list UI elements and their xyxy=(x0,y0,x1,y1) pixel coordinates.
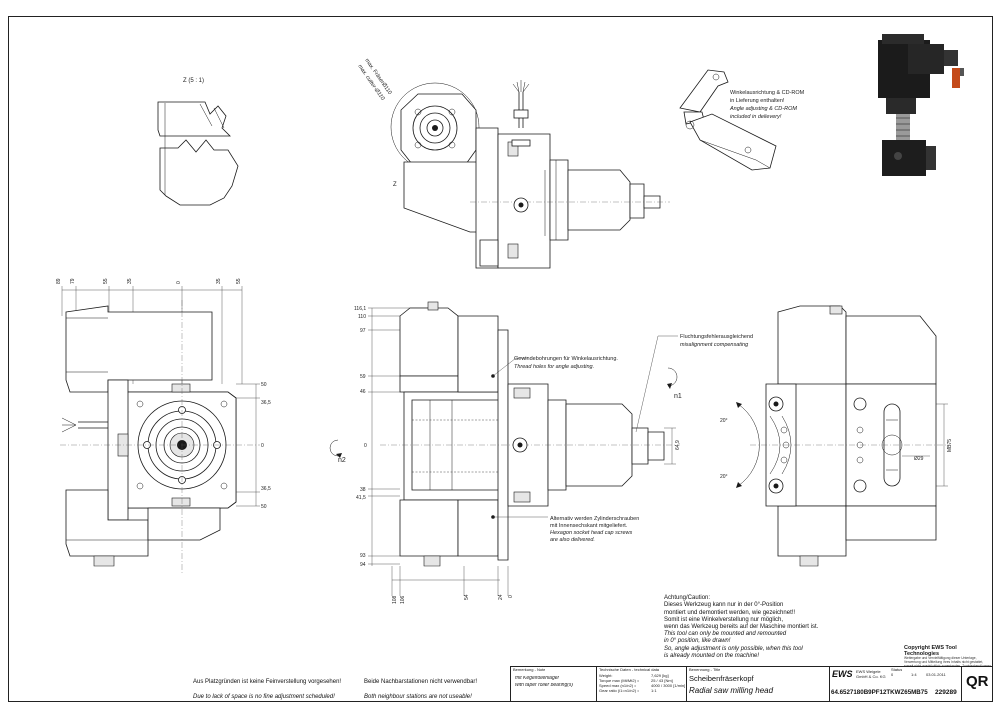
winkel-note-de-1: Winkelausrichtung & CD-ROM xyxy=(730,90,805,96)
front-dim-bottom-3: 54 xyxy=(464,594,470,600)
company-text: EWS Weigele GmbH & Co. KG xyxy=(856,670,886,679)
title-en: Radial saw milling head xyxy=(689,686,774,695)
gewinde-note-de: Gewindebohrungen für Winkelausrichtung. xyxy=(514,356,618,362)
weight-value: 7,629 [kg] xyxy=(651,674,669,678)
detail-z-view: Z (5 : 1) xyxy=(157,78,239,206)
gear-label: Gear ratio (i1=n1/n2) = xyxy=(599,689,640,693)
left-dim-top-6: 35 xyxy=(216,278,222,284)
top-view: max. FräserØ110 max. cutter-Ø110 Z xyxy=(356,58,670,269)
angle-bracket: Winkelausrichtung & CD-ROM in Lieferung … xyxy=(679,69,805,171)
front-dim-bottom-2: 106 xyxy=(400,595,406,604)
left-dim-right-5: 50 xyxy=(261,504,267,510)
caution-text-de: Achtung/Caution: Dieses Werkzeug kann nu… xyxy=(664,595,819,631)
front-dim-left-9: 93 xyxy=(360,553,366,559)
part-number: 64.6527180B9PF12TKWZ65MB75 xyxy=(831,689,928,696)
left-dim-right-1: 50 xyxy=(261,382,267,388)
date-label: 03.01.2011 xyxy=(926,673,946,677)
tech-data-label: Technische Daten - technical data xyxy=(599,668,660,672)
left-dim-top-3: 55 xyxy=(103,278,109,284)
copyright-title: Copyright EWS Tool Technologies xyxy=(904,645,957,657)
front-dim-left-7: 38 xyxy=(360,487,366,493)
drawing-number: 229289 xyxy=(935,689,957,696)
winkel-note-en-2: included in delievery! xyxy=(730,114,782,120)
left-dim-top-2: 79 xyxy=(70,278,76,284)
left-dim-top-5: 0 xyxy=(176,281,182,284)
left-dim-top-4: 35 xyxy=(127,278,133,284)
speed-value: 4000 / 3000 [1/min] xyxy=(651,684,686,688)
alt-note-en-2: are also delivered. xyxy=(550,537,595,543)
bemerkung-label: Bemerkung - Note xyxy=(513,668,546,672)
title-de: Scheibenfräserkopf xyxy=(689,674,754,683)
bemerkung-line-2: with taper roller bearing(s) xyxy=(515,683,574,688)
status-label: Status xyxy=(891,668,903,672)
left-dim-right-4: 36,5 xyxy=(261,486,271,492)
front-view: n2 116,1 110 97 59 46 0 38 41,5 93 94 xyxy=(329,301,753,604)
left-view: 89 79 55 35 0 35 55 xyxy=(56,278,271,575)
right-view: 20° 20° MB75 Ø29 xyxy=(720,305,953,567)
front-dim-bottom-5: 0 xyxy=(508,595,514,598)
scale-label: 1:4 xyxy=(911,673,917,677)
alt-note-de-1: Alternativ werden Zylinderschrauben xyxy=(550,516,639,522)
front-dim-left-5: 46 xyxy=(360,389,366,395)
status-value: 0 xyxy=(891,673,894,677)
right-angle-bottom: 20° xyxy=(720,474,728,480)
product-render-image xyxy=(878,34,964,176)
detail-z-label: Z (5 : 1) xyxy=(183,78,204,84)
left-dim-top-7: 55 xyxy=(236,278,242,284)
space-note: Aus Platzgründen ist keine Feinverstellu… xyxy=(193,672,368,708)
winkel-note-de-2: in Lieferung enthalten! xyxy=(730,98,785,104)
gewinde-note-en: Thread holes for angle adjusting. xyxy=(514,364,594,370)
front-dim-left-6: 0 xyxy=(364,443,367,449)
front-dim-left-8: 41,5 xyxy=(356,495,366,501)
space-note-de: Aus Platzgründen ist keine Feinverstellu… xyxy=(193,679,342,686)
torque-label: Torque max (Mt/Mt2) = xyxy=(599,679,640,683)
neighbour-note: Beide Nachbarstationen nicht verwendbar!… xyxy=(364,672,509,708)
fluchtung-note-en: misalignment compensating xyxy=(680,342,749,348)
alt-note-en-1: Hexagon socket head cap screws xyxy=(550,530,632,536)
top-z-label: Z xyxy=(393,182,397,188)
weight-label: Weight: xyxy=(599,674,613,678)
speed-label: Speed max (n1/n2) = xyxy=(599,684,637,688)
title-block: Bemerkung - Note mit Kegelrollenlager wi… xyxy=(510,666,993,702)
alt-note-de-2: mit Innensechskant mitgeliefert. xyxy=(550,523,628,529)
winkel-note-en-1: Angle adjusting & CD-ROM xyxy=(729,106,797,112)
space-note-en: Due to lack of space is no fine adjustme… xyxy=(193,693,335,700)
caution-note: Achtung/Caution: Dieses Werkzeug kann nu… xyxy=(664,588,869,667)
caution-text-en: This tool can only be mounted and remoun… xyxy=(664,631,803,659)
qr-label: QR xyxy=(966,673,989,690)
torque-value: 25 / 43 [Nm] xyxy=(651,679,673,683)
front-dim-left-2: 110 xyxy=(358,314,366,320)
front-dim-left-4: 59 xyxy=(360,374,366,380)
company-logo: EWS xyxy=(832,669,853,679)
front-dim-left-3: 97 xyxy=(360,328,366,334)
front-dim-shaft: 64,9 xyxy=(675,440,681,450)
right-dim-dia: Ø29 xyxy=(914,456,924,462)
front-dim-bottom-1: 108 xyxy=(392,595,398,604)
fluchtung-note-de: Fluchtungsfehlerausgleichend xyxy=(680,334,753,340)
neighbour-note-en: Both neighbour stations are not useable! xyxy=(364,693,472,700)
right-angle-top: 20° xyxy=(720,418,728,424)
left-dim-right-2: 36,5 xyxy=(261,400,271,406)
drawing-frame xyxy=(8,16,993,702)
n2-label: n2 xyxy=(338,457,346,464)
bemerkung-line-1: mit Kegelrollenlager xyxy=(515,676,560,681)
n1-label: n1 xyxy=(674,393,682,400)
left-dim-top-1: 89 xyxy=(56,278,62,284)
front-dim-left-10: 94 xyxy=(360,562,366,568)
gear-value: 1:1 xyxy=(651,689,657,693)
front-dim-left-1: 116,1 xyxy=(354,306,366,312)
neighbour-note-de: Beide Nachbarstationen nicht verwendbar! xyxy=(364,679,478,686)
front-dim-bottom-4: 24 xyxy=(498,594,504,600)
right-dim-mb: MB75 xyxy=(947,439,953,452)
benennung-label: Benennung - Title xyxy=(689,668,721,672)
left-dim-right-3: 0 xyxy=(261,443,264,449)
